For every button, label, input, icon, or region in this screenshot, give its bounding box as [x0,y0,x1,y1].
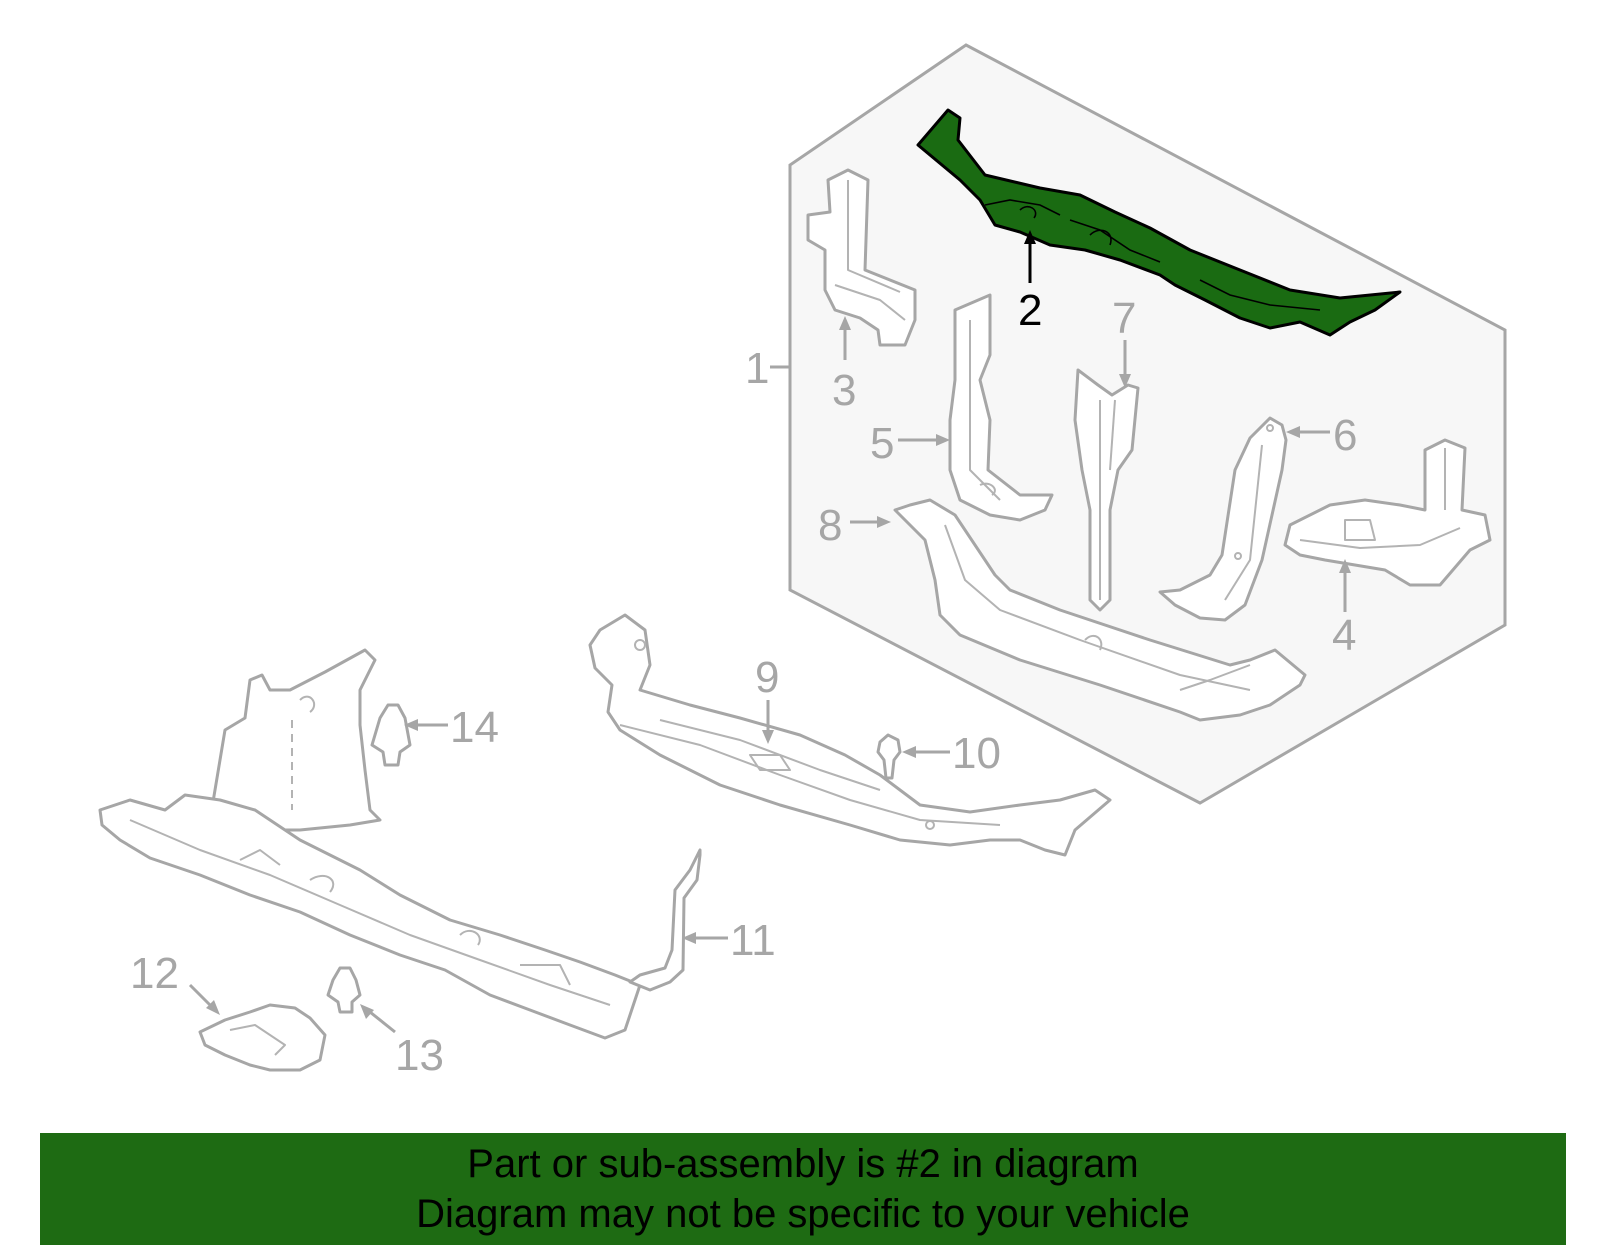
part-8-lower-member[interactable] [893,498,1307,722]
leader-14-arrow [404,719,418,731]
parts-diagram: 1 2 3 5 7 6 [98,43,1507,1080]
callout-1: 1 [745,344,769,393]
callout-8: 8 [818,501,842,550]
callout-9: 9 [755,653,779,702]
leader-13-arrow [360,1004,374,1019]
part-10-bolt[interactable] [876,733,902,780]
part-3-bracket[interactable] [806,168,917,347]
leader-4-arrow [1339,559,1351,573]
part-7-center-stay[interactable] [1073,368,1140,612]
leader-2-arrow [1024,230,1036,244]
callout-6: 6 [1333,411,1357,460]
leader-10-arrow [902,746,916,758]
callout-7: 7 [1112,294,1136,343]
part-2-upper-tie-bar[interactable] [916,108,1402,337]
part-9-upper-bar[interactable] [588,613,1112,857]
callout-14: 14 [450,703,499,752]
leader-8-arrow [877,516,891,528]
callout-2: 2 [1018,286,1042,335]
callout-3: 3 [832,366,856,415]
callout-13: 13 [395,1031,444,1080]
leader-9-arrow [762,730,774,744]
info-banner: Part or sub-assembly is #2 in diagram Di… [40,1133,1566,1245]
leader-11-arrow [682,932,696,944]
part-6-side-support[interactable] [1158,416,1288,622]
leader-12-arrow [206,1000,220,1015]
callout-12: 12 [130,949,179,998]
banner-line-2: Diagram may not be specific to your vehi… [416,1192,1190,1236]
part-14-clip[interactable] [370,703,412,767]
part-12-seal[interactable] [198,1003,327,1072]
callout-10: 10 [952,729,1001,778]
part-5-side-support[interactable] [948,293,1054,522]
part-13-clip[interactable] [326,966,362,1014]
part-4-bracket[interactable] [1283,438,1492,587]
banner-line-1: Part or sub-assembly is #2 in diagram [467,1142,1139,1186]
callout-5: 5 [870,419,894,468]
leader-7-arrow [1119,374,1131,388]
leader-5-arrow [936,434,950,446]
part-11-lower-deflector[interactable] [98,648,702,1040]
callout-11: 11 [730,916,776,965]
leader-6-arrow [1286,426,1300,438]
leader-3-arrow [839,316,851,330]
callout-4: 4 [1332,611,1356,660]
